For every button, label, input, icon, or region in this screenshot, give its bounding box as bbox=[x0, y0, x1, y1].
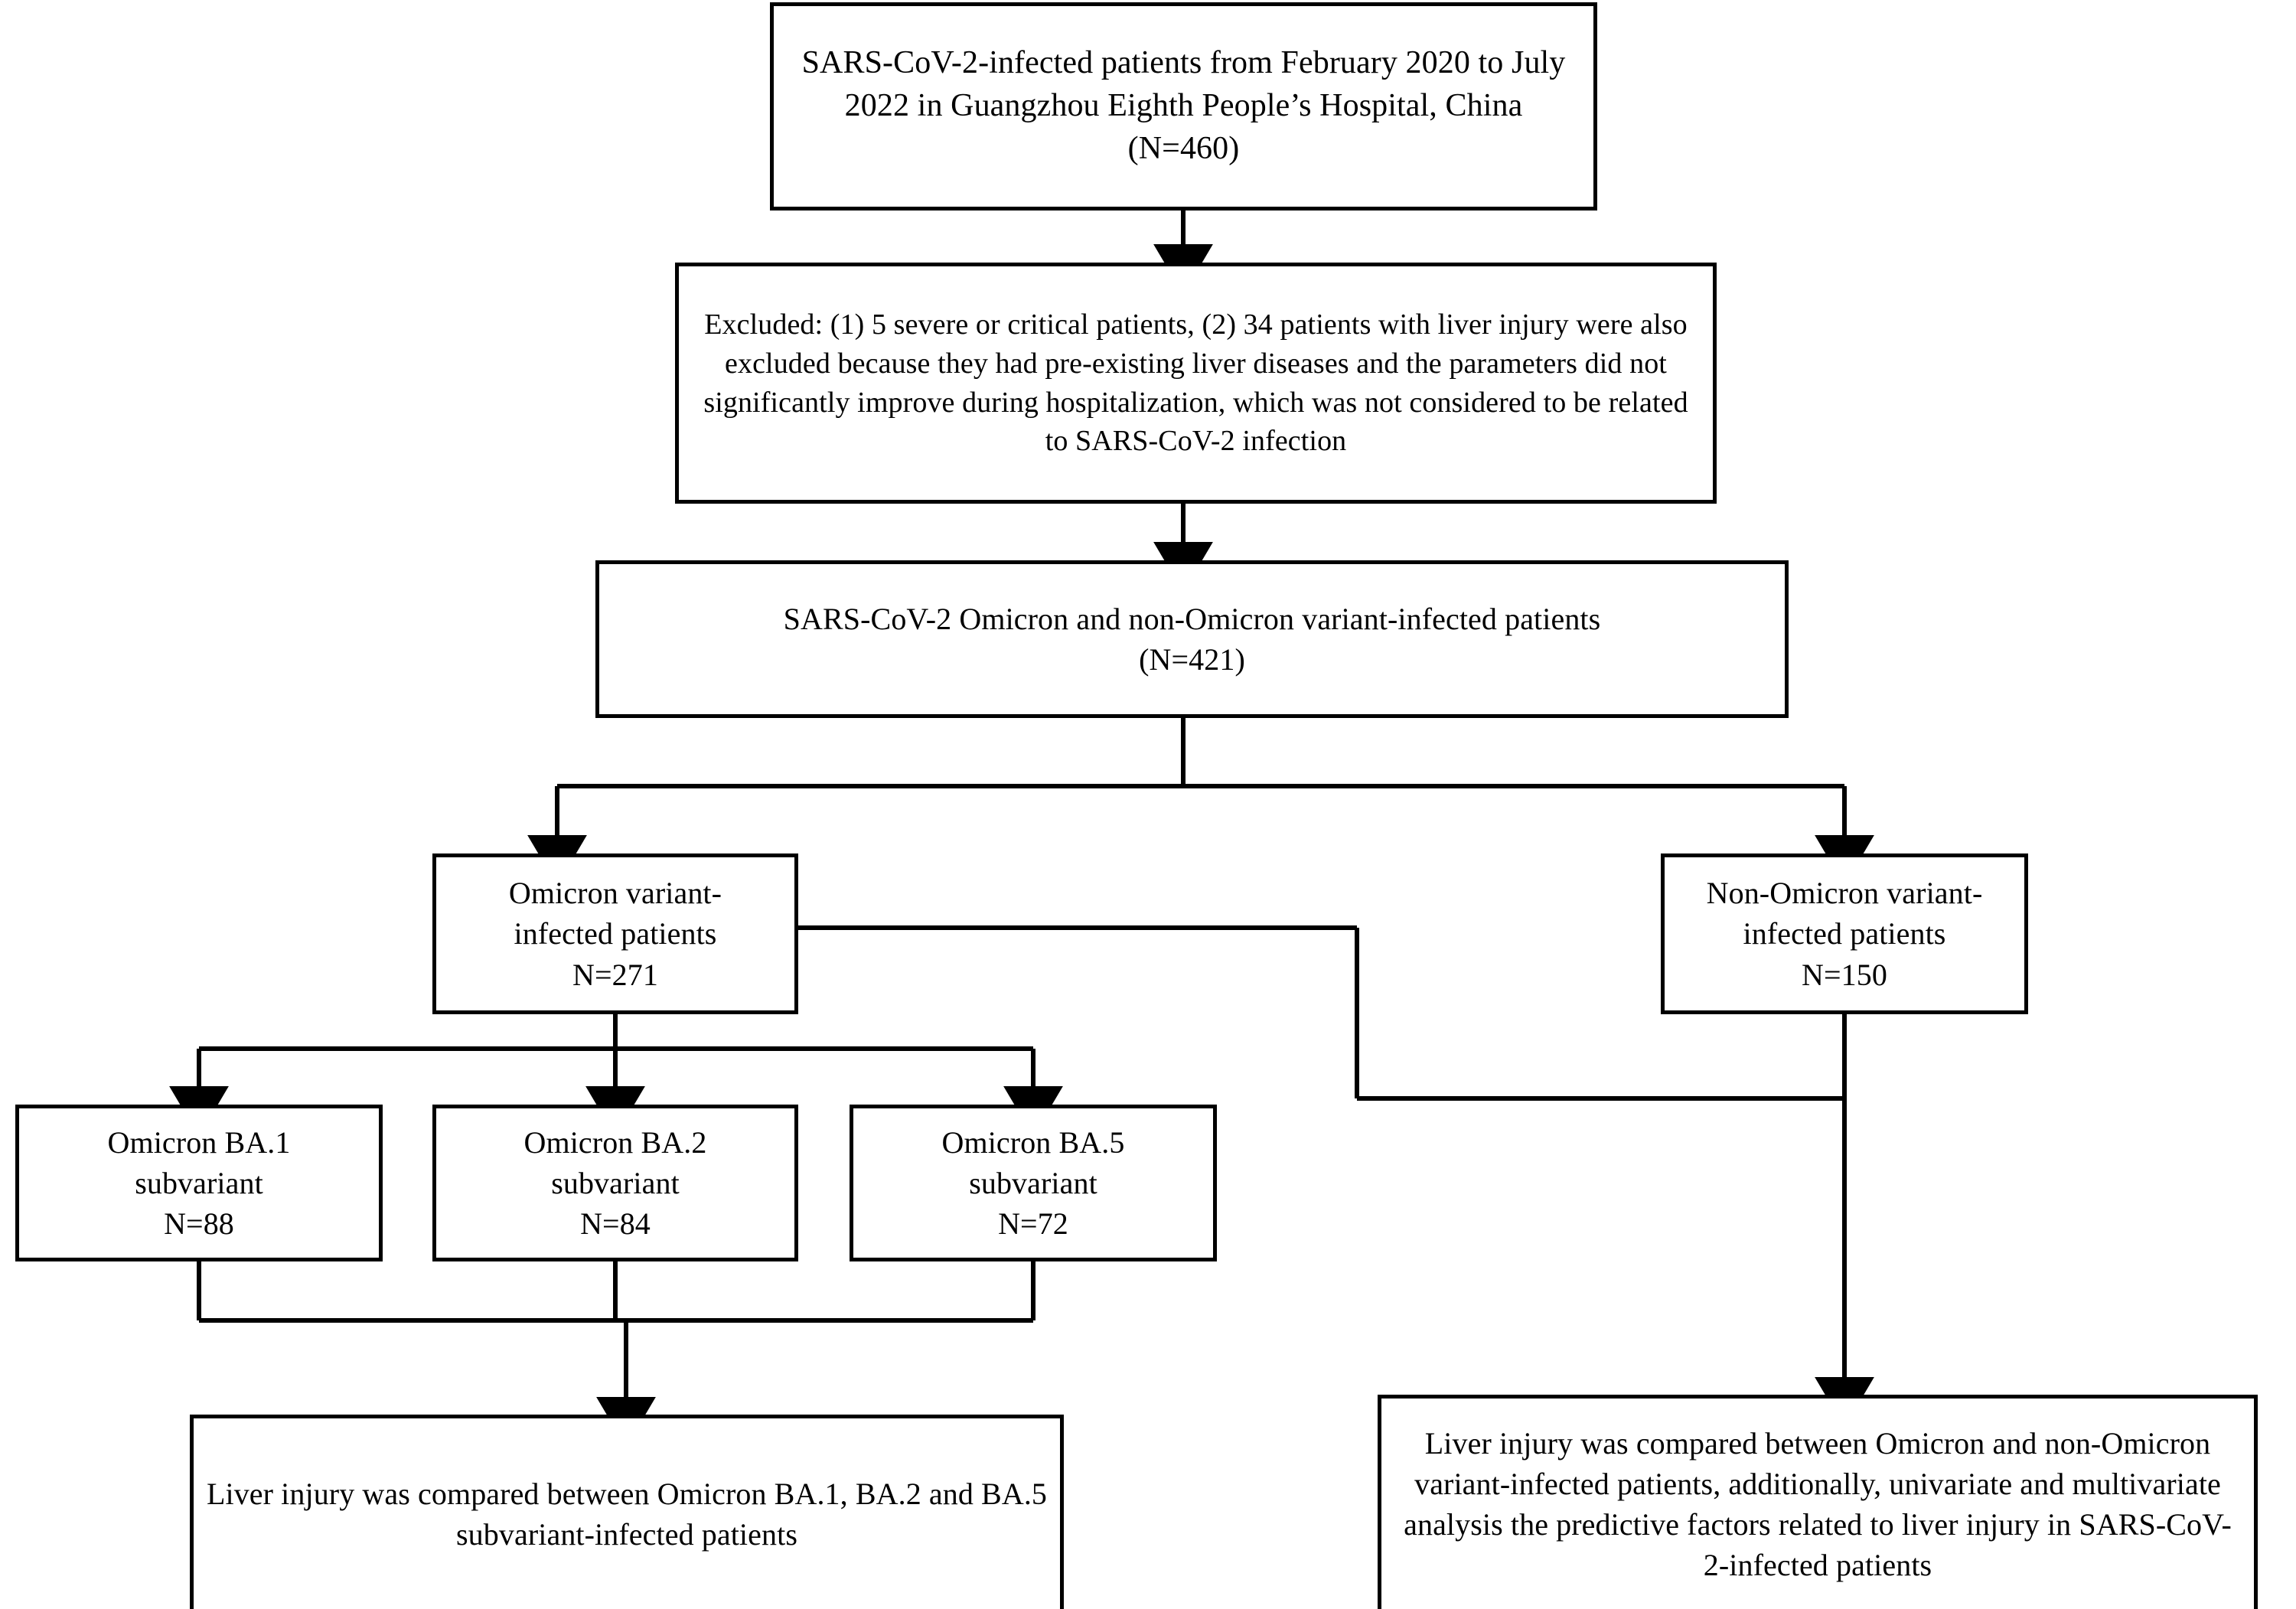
node-excluded-label: Excluded: (1) 5 severe or critical patie… bbox=[703, 308, 1688, 458]
node-cohort-label: SARS-CoV-2-infected patients from Februa… bbox=[801, 45, 1566, 166]
node-ba5-box: Omicron BA.5 subvariant N=72 bbox=[850, 1105, 1217, 1261]
node-nonomicron-label: Non-Omicron variant- infected patients N… bbox=[1706, 876, 1983, 992]
node-outcome-variant-box: Liver injury was compared between Omicro… bbox=[1378, 1395, 2258, 1609]
node-ba1-box: Omicron BA.1 subvariant N=88 bbox=[15, 1105, 383, 1261]
node-ba2-box: Omicron BA.2 subvariant N=84 bbox=[432, 1105, 798, 1261]
node-eligible-box: SARS-CoV-2 Omicron and non-Omicron varia… bbox=[595, 560, 1789, 718]
node-excluded-box: Excluded: (1) 5 severe or critical patie… bbox=[675, 263, 1717, 504]
node-omicron-box: Omicron variant- infected patients N=271 bbox=[432, 853, 798, 1014]
node-ba1-label: Omicron BA.1 subvariant N=88 bbox=[107, 1124, 291, 1242]
node-outcome-variant-label: Liver injury was compared between Omicro… bbox=[1404, 1425, 2232, 1583]
node-ba5-label: Omicron BA.5 subvariant N=72 bbox=[941, 1124, 1125, 1242]
node-outcome-subvariant-box: Liver injury was compared between Omicro… bbox=[190, 1415, 1064, 1609]
node-cohort-box: SARS-CoV-2-infected patients from Februa… bbox=[770, 2, 1597, 211]
node-nonomicron-box: Non-Omicron variant- infected patients N… bbox=[1661, 853, 2028, 1014]
node-eligible-label: SARS-CoV-2 Omicron and non-Omicron varia… bbox=[783, 601, 1601, 677]
node-omicron-label: Omicron variant- infected patients N=271 bbox=[508, 876, 722, 992]
node-outcome-subvariant-label: Liver injury was compared between Omicro… bbox=[206, 1476, 1048, 1552]
node-ba2-label: Omicron BA.2 subvariant N=84 bbox=[523, 1124, 707, 1242]
